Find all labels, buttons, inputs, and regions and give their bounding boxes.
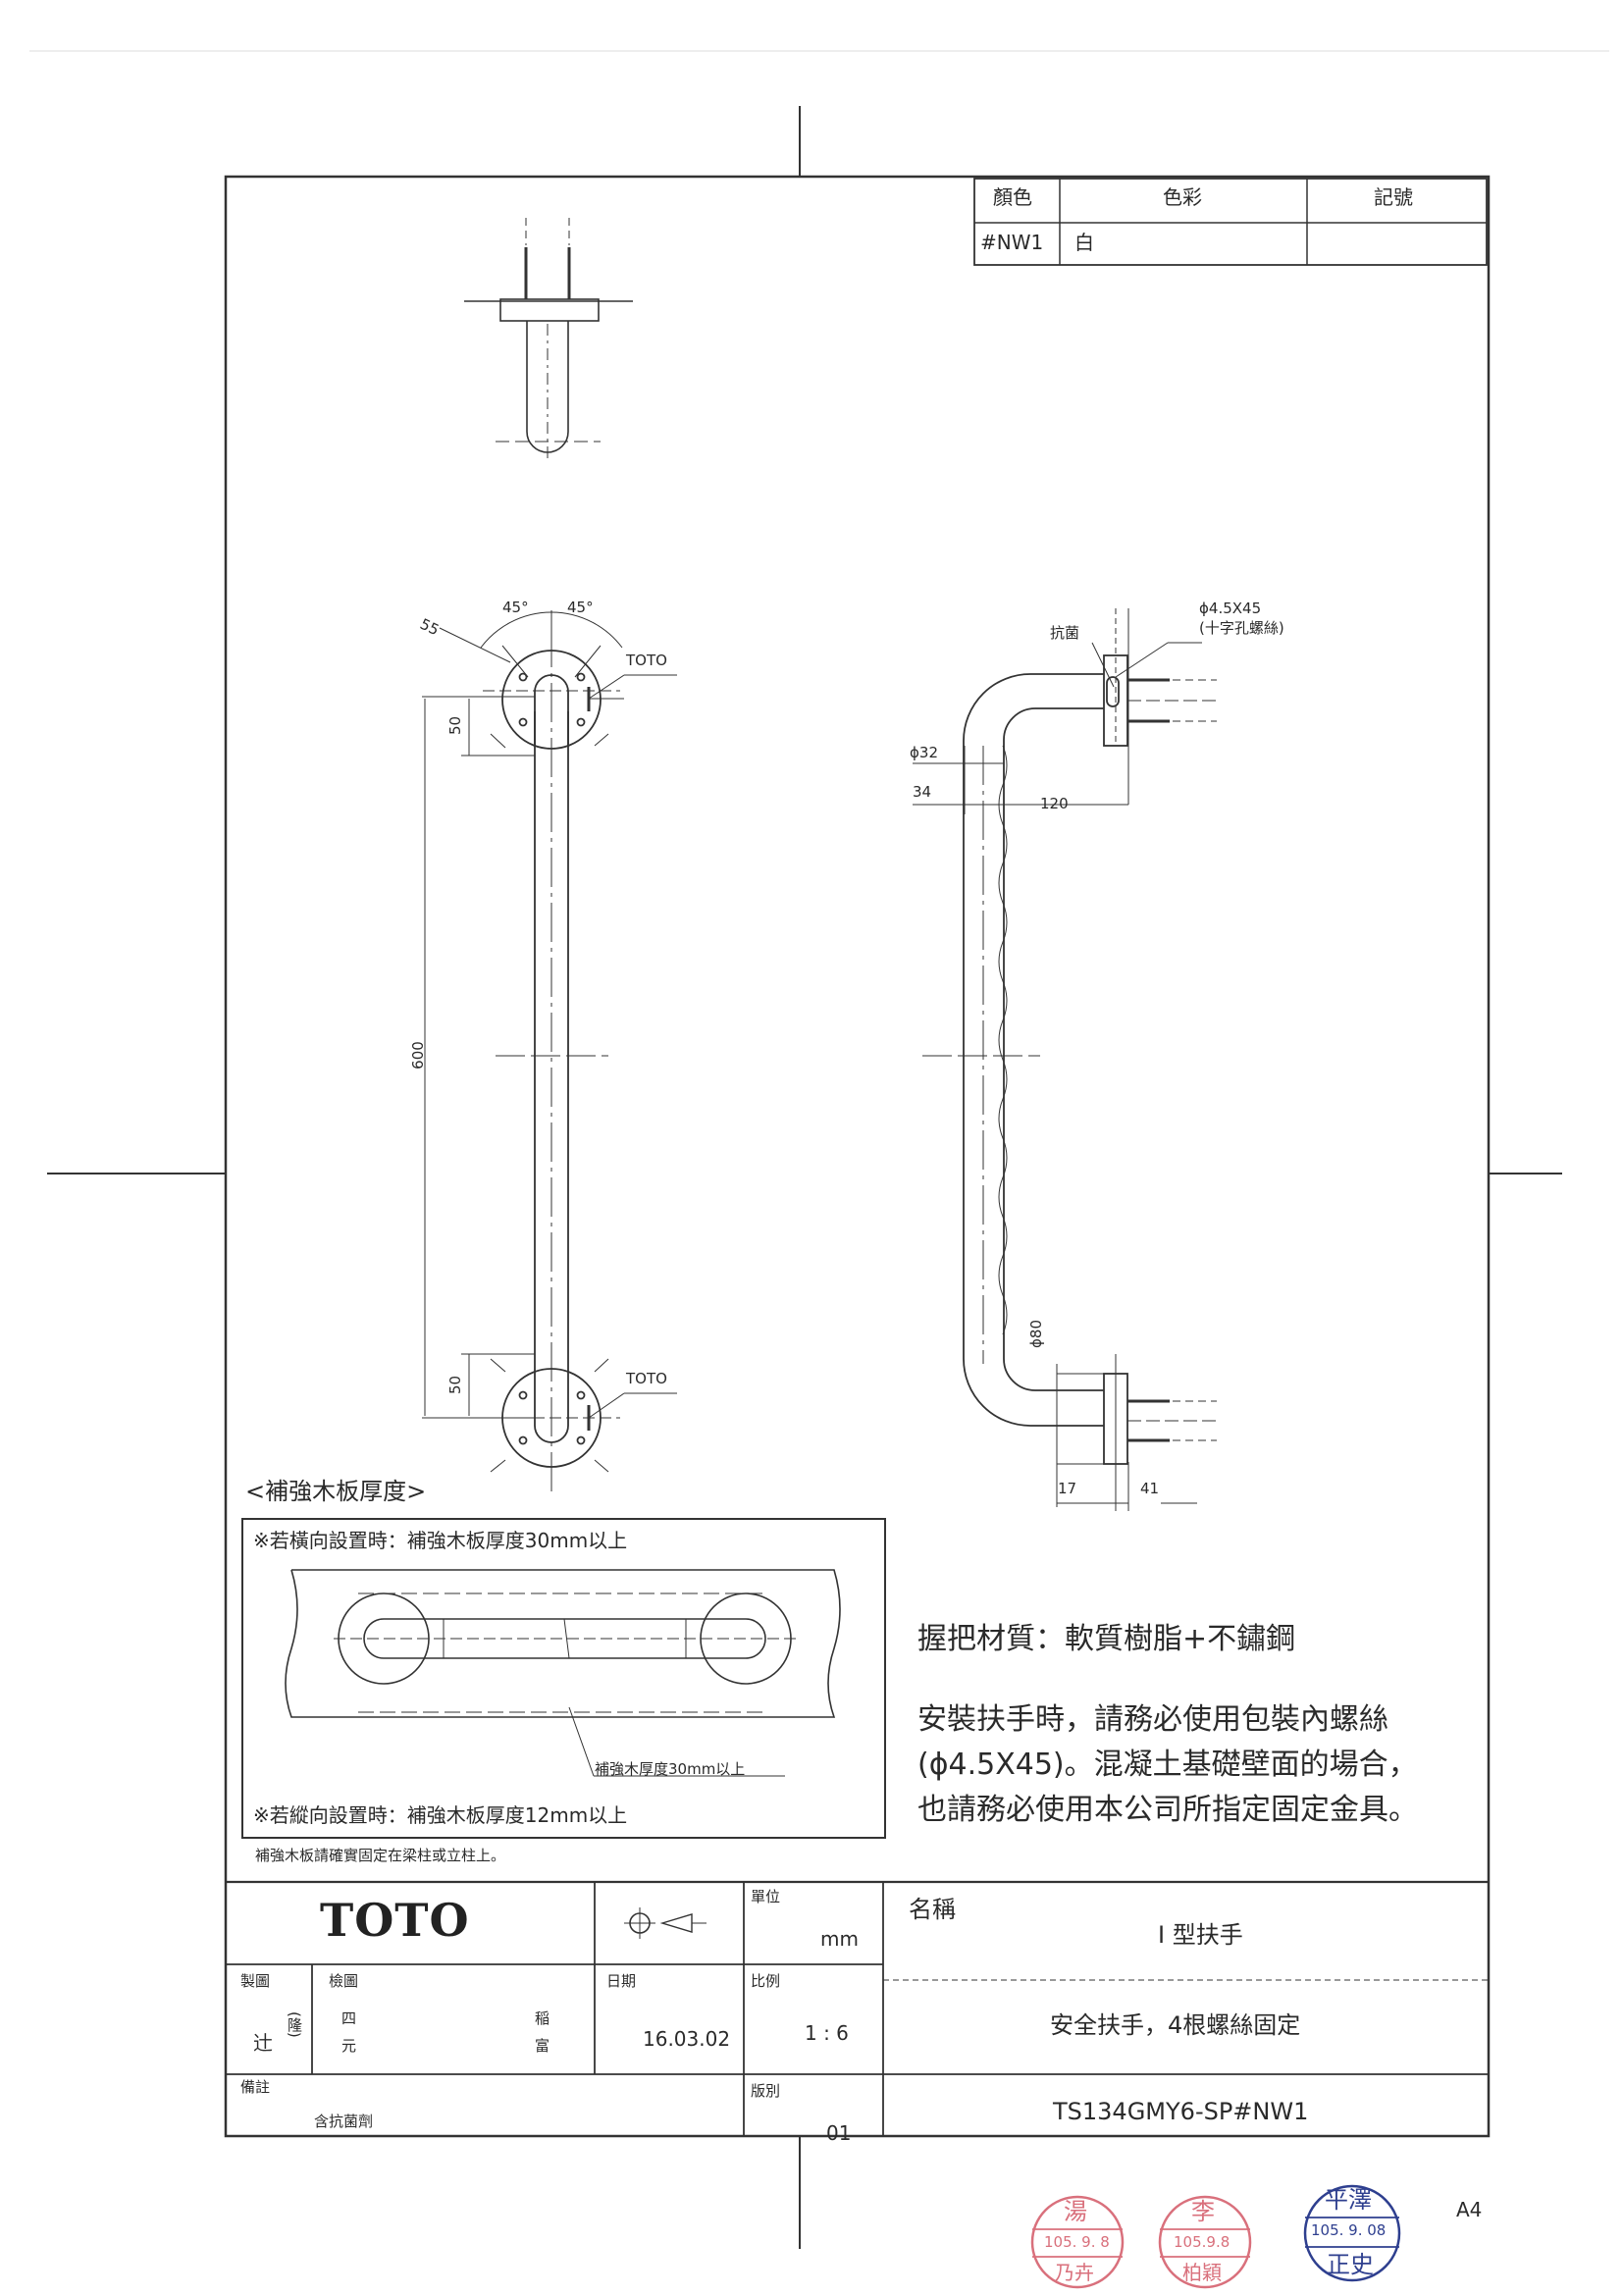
side-view bbox=[913, 608, 1217, 1511]
screw-type: (十字孔螺絲) bbox=[1199, 619, 1284, 637]
checker-2a: 稲 bbox=[535, 2009, 550, 2027]
dim-600: 600 bbox=[408, 1041, 427, 1070]
dim-17: 17 bbox=[1058, 1480, 1077, 1497]
checker-2b: 富 bbox=[535, 2037, 550, 2055]
drawing-frame bbox=[224, 175, 1491, 2138]
hue-header: 色彩 bbox=[1163, 185, 1202, 209]
reinforce-thickness-label: 補強木厚度30mm以上 bbox=[595, 1760, 746, 1778]
reinforce-footnote: 補強木板請確實固定在梁柱或立柱上。 bbox=[255, 1847, 506, 1864]
revision-label: 版別 bbox=[751, 2082, 781, 2100]
install-note-2: (ϕ4.5X45)。混凝土基礎壁面的場合， bbox=[917, 1748, 1418, 1782]
install-note-1: 安裝扶手時，請務必使用包裝內螺絲 bbox=[917, 1702, 1388, 1737]
dim-50-bottom: 50 bbox=[446, 1375, 465, 1395]
dim-50-top: 50 bbox=[446, 715, 465, 736]
drawn-label: 製圖 bbox=[240, 1972, 271, 1990]
date-label: 日期 bbox=[606, 1972, 637, 1990]
stamp-1-name: 湯 bbox=[1064, 2198, 1087, 2225]
scale-value: 1 : 6 bbox=[805, 2021, 849, 2045]
color-code: #NW1 bbox=[980, 231, 1044, 254]
revision-value: 01 bbox=[826, 2121, 852, 2145]
stamp-3-sub: 正史 bbox=[1327, 2251, 1374, 2278]
stamp-2-sub: 柏穎 bbox=[1182, 2261, 1222, 2284]
checker-1a: 四 bbox=[341, 2009, 357, 2027]
angle-right: 45° bbox=[567, 599, 594, 616]
stamp-1-sub: 乃卉 bbox=[1055, 2261, 1094, 2284]
remarks-label: 備註 bbox=[240, 2078, 271, 2096]
reinforce-title: <補強木板厚度> bbox=[245, 1478, 427, 1505]
stamp-3-date: 105. 9. 08 bbox=[1311, 2221, 1387, 2239]
dim-phi80: ϕ80 bbox=[1026, 1320, 1045, 1348]
toto-logo: TOTO bbox=[320, 1894, 470, 1947]
drawer-name: 辻 bbox=[253, 2031, 273, 2055]
name-label: 名稱 bbox=[909, 1896, 956, 1923]
toto-mark-bottom: TOTO bbox=[626, 1370, 667, 1387]
product-name: I 型扶手 bbox=[1158, 1921, 1243, 1949]
sheet-size: A4 bbox=[1456, 2198, 1483, 2221]
reinforcement-diagram bbox=[241, 1518, 886, 1839]
model-number: TS134GMY6-SP#NW1 bbox=[1053, 2098, 1309, 2125]
dim-phi32: ϕ32 bbox=[910, 744, 938, 761]
remarks-value: 含抗菌劑 bbox=[314, 2113, 374, 2130]
color-name: 白 bbox=[1074, 231, 1094, 254]
antibacterial-label: 抗菌 bbox=[1050, 624, 1080, 642]
product-description: 安全扶手，4根螺絲固定 bbox=[1050, 2011, 1301, 2039]
title-block-grid bbox=[226, 1880, 1489, 2136]
approval-stamps bbox=[1030, 2184, 1401, 2289]
install-note-3: 也請務必使用本公司所指定固定金具。 bbox=[917, 1793, 1418, 1827]
stamp-1-date: 105. 9. 8 bbox=[1044, 2233, 1110, 2251]
stamp-2-date: 105.9.8 bbox=[1174, 2233, 1230, 2251]
symbol-header: 記號 bbox=[1374, 185, 1413, 209]
dim-34: 34 bbox=[913, 783, 932, 801]
front-view bbox=[422, 610, 677, 1491]
screw-size: ϕ4.5X45 bbox=[1199, 600, 1262, 617]
checker-1b: 元 bbox=[341, 2037, 357, 2055]
color-header: 顏色 bbox=[993, 185, 1032, 209]
unit-value: mm bbox=[820, 1927, 859, 1951]
dim-120: 120 bbox=[1040, 795, 1069, 812]
checked-label: 檢圖 bbox=[329, 1972, 359, 1990]
color-table bbox=[973, 178, 1488, 266]
top-view bbox=[464, 218, 633, 461]
reinforce-vertical: ※若縱向設置時：補強木板厚度12mm以上 bbox=[253, 1803, 628, 1827]
scale-label: 比例 bbox=[751, 1972, 781, 1990]
stamp-3-name: 平澤 bbox=[1325, 2186, 1372, 2214]
toto-mark-top: TOTO bbox=[626, 652, 667, 669]
dim-41: 41 bbox=[1140, 1480, 1160, 1497]
material-note: 握把材質：軟質樹脂+不鏽鋼 bbox=[917, 1622, 1296, 1656]
reinforce-horizontal: ※若橫向設置時：補強木板厚度30mm以上 bbox=[253, 1529, 628, 1552]
date-value: 16.03.02 bbox=[643, 2027, 731, 2051]
angle-left: 45° bbox=[502, 599, 529, 616]
stamp-2-name: 李 bbox=[1191, 2198, 1215, 2225]
unit-label: 單位 bbox=[751, 1888, 781, 1905]
drawer-name-2: (隆) bbox=[286, 2011, 303, 2038]
